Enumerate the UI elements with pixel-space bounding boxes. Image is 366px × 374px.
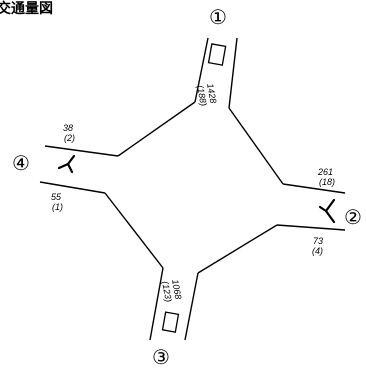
volume-east-in-sub: (18) xyxy=(319,177,335,187)
volume-west-in-sub: (2) xyxy=(64,133,75,143)
vehicle-icon-north xyxy=(207,43,227,66)
approach-south: ③ 1068 (123) xyxy=(152,279,183,369)
turn-arrow-west-icon xyxy=(57,154,76,174)
volume-west-out: 55 xyxy=(51,192,62,202)
approach-marker-south: ③ xyxy=(152,347,170,369)
turn-arrow-east-icon xyxy=(318,198,336,224)
nw-corner-edge xyxy=(117,101,196,157)
approach-north: ① 1428 (188) xyxy=(195,7,227,107)
approach-marker-west: ④ xyxy=(12,153,30,175)
volume-north: 1428 xyxy=(205,83,218,104)
vehicle-icon-south xyxy=(161,311,180,333)
north-road-right-edge xyxy=(228,37,238,109)
volume-east-out-sub: (4) xyxy=(312,246,323,256)
east-road-top-edge xyxy=(282,183,346,194)
west-road-bottom-edge xyxy=(39,181,106,194)
sw-corner-edge xyxy=(104,192,164,269)
approach-marker-east: ② xyxy=(344,207,362,229)
volume-west-in: 38 xyxy=(63,123,73,133)
south-road-right-edge xyxy=(184,272,199,341)
diagram-title: 交通量図 xyxy=(0,0,53,16)
road-outline xyxy=(39,37,346,341)
west-road-top-edge xyxy=(44,145,119,157)
ne-corner-edge xyxy=(228,107,284,185)
se-corner-edge xyxy=(197,224,278,274)
volume-east-in: 261 xyxy=(317,167,333,177)
south-road-left-edge xyxy=(149,267,164,341)
approach-west: ④ 38 (2) 55 (1) xyxy=(12,123,76,212)
volume-north-sub: (188) xyxy=(195,84,208,106)
approach-marker-north: ① xyxy=(209,7,227,29)
volume-south-sub: (123) xyxy=(160,280,173,302)
volume-east-out: 73 xyxy=(313,236,323,246)
approach-east: ② 261 (18) 73 (4) xyxy=(312,167,362,256)
volume-south: 1068 xyxy=(170,279,183,300)
east-road-bottom-edge xyxy=(276,224,346,231)
volume-west-out-sub: (1) xyxy=(52,202,63,212)
north-road-left-edge xyxy=(194,37,209,103)
